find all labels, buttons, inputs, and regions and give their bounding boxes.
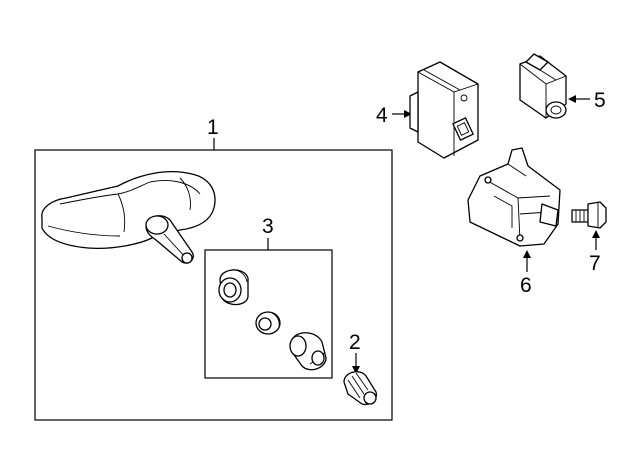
tpms-sensor: [41, 171, 216, 264]
callout-4: 4: [376, 104, 388, 127]
bolt: [571, 201, 607, 229]
callout-2: 2: [349, 331, 361, 354]
callout-7: 7: [589, 252, 601, 275]
callout-5: 5: [594, 89, 606, 112]
grommet: [218, 269, 249, 306]
receiver-module: [409, 61, 479, 159]
washer: [255, 311, 281, 335]
callout-1: 1: [207, 116, 219, 139]
connector-switch: [519, 53, 567, 119]
callout-3: 3: [262, 215, 274, 238]
callout-6: 6: [520, 274, 532, 297]
valve-nut: [289, 332, 327, 371]
valve-cap: [343, 371, 377, 406]
mounting-bracket: [467, 147, 561, 247]
